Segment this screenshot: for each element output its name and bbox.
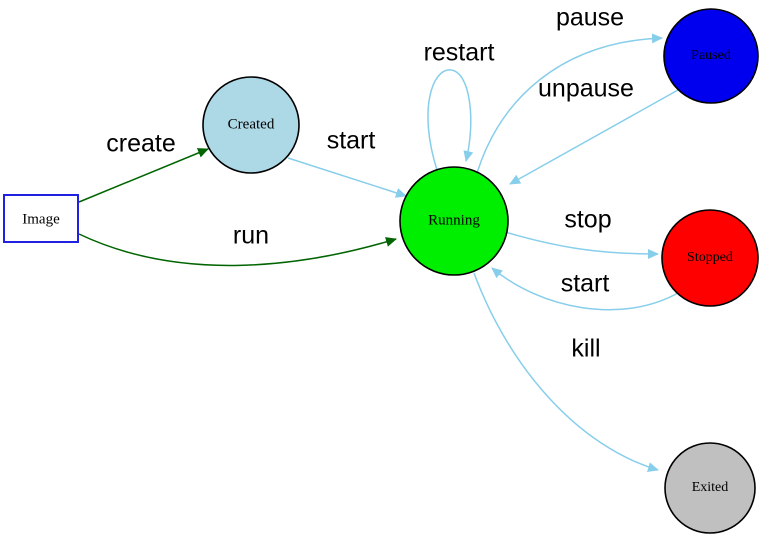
edge-restart[interactable]: restart <box>424 39 495 171</box>
node-stopped[interactable]: Stopped <box>661 209 759 307</box>
edge-create-label: create <box>106 130 175 158</box>
node-created-label: Created <box>228 116 275 132</box>
node-image-shape <box>3 194 79 243</box>
node-running[interactable]: Running <box>399 166 509 276</box>
edge-stop[interactable]: stop <box>504 206 659 259</box>
edge-stop-path <box>504 231 659 259</box>
edge-run[interactable]: run <box>78 222 397 267</box>
edge-start-created-path <box>287 157 407 198</box>
edge-pause-path <box>476 33 663 174</box>
node-stopped-label: Stopped <box>687 250 733 265</box>
node-image-label: Image <box>22 211 60 227</box>
edge-start-stopped[interactable]: start <box>491 267 679 311</box>
edge-start-stopped-label: start <box>561 270 610 298</box>
node-created[interactable]: Created <box>202 76 300 174</box>
node-paused-label: Paused <box>691 48 731 63</box>
node-running-label: Running <box>428 212 480 228</box>
edge-start-created-label: start <box>327 127 376 155</box>
edge-run-path <box>78 233 397 267</box>
edge-stop-label: stop <box>564 206 611 234</box>
edge-start-created[interactable]: start <box>287 127 407 198</box>
node-paused[interactable]: Paused <box>663 8 759 104</box>
node-exited[interactable]: Exited <box>664 442 756 534</box>
edge-kill[interactable]: kill <box>473 272 659 472</box>
edge-create[interactable]: create <box>78 130 209 203</box>
node-paused-shape <box>663 8 759 104</box>
edge-pause[interactable]: pause <box>476 4 663 174</box>
node-created-shape <box>202 76 300 174</box>
edge-kill-label: kill <box>571 335 600 363</box>
edge-unpause-label: unpause <box>538 75 634 103</box>
edge-create-path <box>78 148 209 203</box>
edge-restart-label: restart <box>424 39 495 67</box>
edge-unpause-path <box>509 89 679 185</box>
node-image[interactable]: Image <box>3 194 79 243</box>
node-exited-shape <box>664 442 756 534</box>
edge-run-label: run <box>233 222 269 250</box>
node-stopped-shape <box>661 209 759 307</box>
edge-pause-label: pause <box>556 4 624 32</box>
node-exited-label: Exited <box>692 480 729 495</box>
node-running-shape <box>399 166 509 276</box>
edge-restart-path <box>427 69 474 171</box>
edge-kill-path <box>473 272 659 472</box>
edge-start-stopped-path <box>491 267 679 311</box>
edge-unpause[interactable]: unpause <box>509 75 679 185</box>
